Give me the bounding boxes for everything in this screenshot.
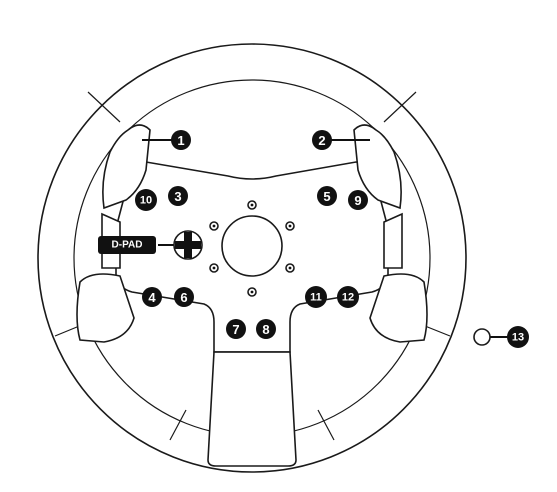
callout-badge-8: 8 xyxy=(256,319,276,339)
callout-badge-number: 2 xyxy=(318,133,325,148)
dpad-label-text: D-PAD xyxy=(112,240,143,251)
callout-badge-5: 5 xyxy=(317,186,337,206)
callout-badge-3: 3 xyxy=(168,186,188,206)
callout-badge-circle xyxy=(226,319,246,339)
right-lower-grip xyxy=(369,273,428,343)
callout-badge-1: 1 xyxy=(171,130,191,150)
rim-seam-bottom-left xyxy=(169,409,187,441)
callout-badge-circle xyxy=(507,326,529,348)
dpad-label: D-PAD xyxy=(98,236,156,254)
rim-seam-top-left xyxy=(87,91,121,123)
callout-badge-number: 7 xyxy=(232,322,239,337)
rim-seam-bottom-right xyxy=(317,409,335,441)
callout-badge-circle xyxy=(312,130,332,150)
callout-badge-number: 5 xyxy=(323,189,330,204)
callout-badge-6: 6 xyxy=(174,287,194,307)
callout-badge-number: 1 xyxy=(177,133,184,148)
dpad-control[interactable] xyxy=(173,230,203,260)
callout-badge-7: 7 xyxy=(226,319,246,339)
callout-badge-12: 12 xyxy=(337,286,359,308)
left-lower-grip xyxy=(76,273,135,343)
callout-badge-4: 4 xyxy=(142,287,162,307)
callout-badge-circle xyxy=(348,190,368,210)
callout-badge-circle xyxy=(256,319,276,339)
callout-badge-number: 9 xyxy=(354,193,361,208)
callout-badge-number: 4 xyxy=(148,290,156,305)
callout-badge-11: 11 xyxy=(305,286,327,308)
callout-badge-9: 9 xyxy=(348,190,368,210)
callout-badge-number: 6 xyxy=(180,290,187,305)
rim-seam-top-right xyxy=(383,91,417,123)
mounting-screws xyxy=(209,200,295,297)
callout-badge-circle xyxy=(174,287,194,307)
callout-badge-number: 3 xyxy=(174,189,181,204)
callout-badge-circle xyxy=(305,286,327,308)
callout-badge-13: 13 xyxy=(507,326,529,348)
callout-badge-number: 8 xyxy=(262,322,269,337)
callout-badge-number: 12 xyxy=(342,292,354,304)
callout-badge-circle xyxy=(317,186,337,206)
callout-badge-circle xyxy=(168,186,188,206)
callout-badge-number: 13 xyxy=(512,332,524,344)
right-spoke-connector xyxy=(383,212,403,269)
bottom-spoke xyxy=(207,351,297,467)
callout-badge-circle xyxy=(337,286,359,308)
external-button-13[interactable] xyxy=(473,328,491,346)
quick-release-hub xyxy=(221,215,283,277)
dpad-cross-icon xyxy=(175,232,201,258)
left-paddle-shifter[interactable] xyxy=(102,124,151,210)
callout-badge-2: 2 xyxy=(312,130,332,150)
callout-badge-circle xyxy=(142,287,162,307)
wheel-hub xyxy=(76,161,428,467)
callout-badge-circle xyxy=(171,130,191,150)
callout-badge-circle xyxy=(135,189,157,211)
callout-badge-number: 10 xyxy=(140,195,152,207)
right-paddle-shifter[interactable] xyxy=(353,124,402,210)
callout-badge-number: 11 xyxy=(310,292,322,304)
callout-badge-10: 10 xyxy=(135,189,157,211)
